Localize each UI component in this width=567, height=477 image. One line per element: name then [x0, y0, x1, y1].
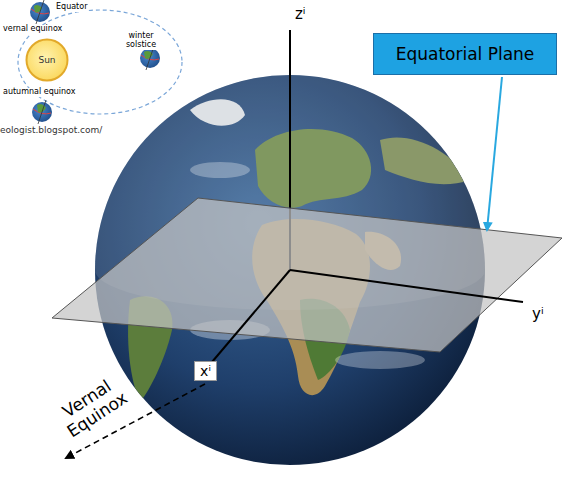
- leader-line: [487, 77, 502, 230]
- x-axis: [212, 270, 290, 362]
- mini-earth: [140, 46, 160, 70]
- mini-earth: [32, 100, 52, 124]
- axis-label: yⁱ: [532, 306, 544, 323]
- equatorial-plane: [52, 198, 562, 352]
- y-axis: [290, 270, 523, 302]
- node-text: xⁱ: [200, 363, 211, 379]
- orbit-label: vernal equinox: [2, 25, 63, 34]
- orbit-label: autumnal equinox: [2, 88, 76, 97]
- orbit-label: Equator: [55, 3, 88, 12]
- direction-label: Vernal Equinox: [40, 364, 144, 450]
- axis-label: zⁱ: [295, 6, 306, 23]
- source-watermark: eologist.blogspot.com/: [0, 126, 102, 136]
- node-text: Equatorial Plane: [396, 44, 535, 64]
- sun-circle: Sun: [25, 38, 69, 82]
- mini-earth: [30, 0, 50, 24]
- orbit-inset: [18, 0, 182, 124]
- callout-box: Equatorial Plane: [373, 33, 557, 75]
- orbit-label: winter solstice: [122, 32, 160, 50]
- node-text: Sun: [38, 55, 55, 65]
- axis-label-box: xⁱ: [194, 361, 217, 381]
